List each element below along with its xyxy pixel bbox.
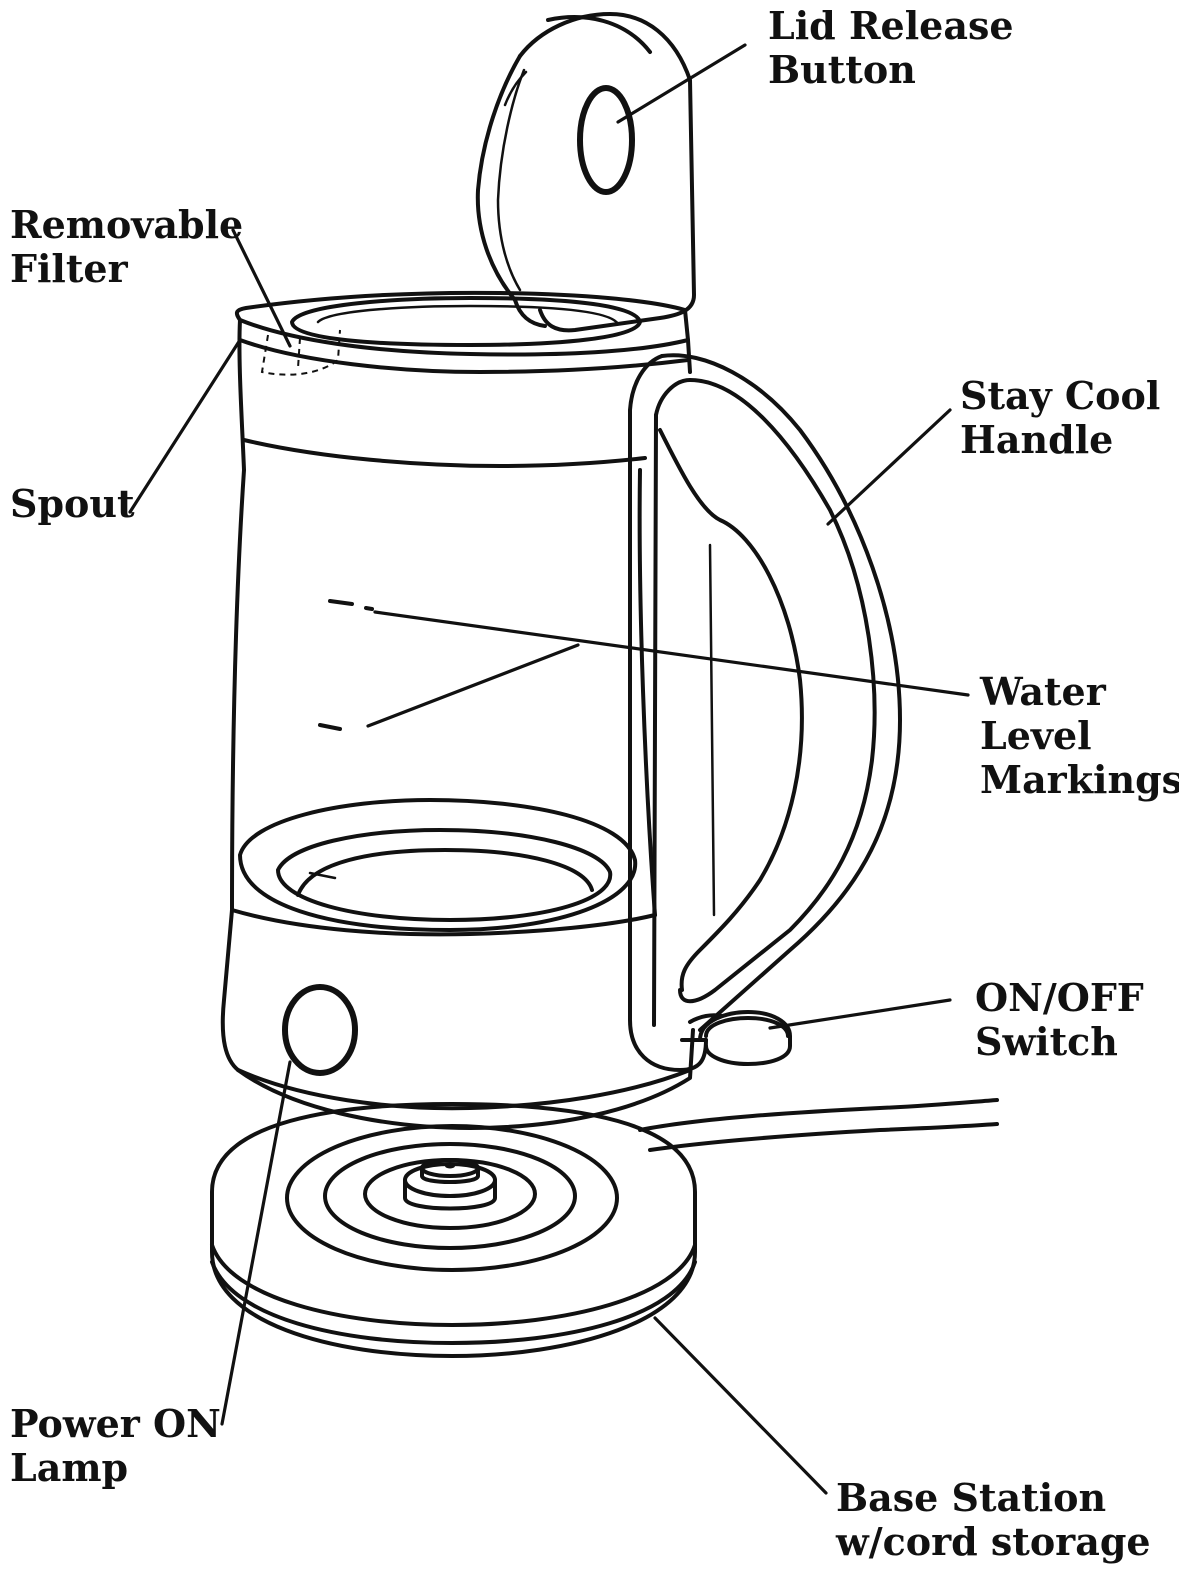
leader-base <box>655 1318 826 1493</box>
label-switch-line2: Switch <box>975 1020 1144 1064</box>
label-stay-cool-handle: Stay Cool Handle <box>960 374 1160 462</box>
label-lid-release-button: Lid Release Button <box>768 4 1014 92</box>
leader-spout <box>130 340 240 512</box>
label-lid-release-line1: Lid Release <box>768 4 1014 48</box>
label-water-level-line3: Markings <box>980 758 1179 802</box>
lid-release-button-shape <box>580 88 632 192</box>
leader-lines <box>130 45 968 1493</box>
label-switch-line1: ON/OFF <box>975 976 1144 1020</box>
power-on-lamp <box>285 987 355 1073</box>
leader-handle <box>828 410 950 524</box>
kettle-top <box>237 293 690 375</box>
leader-water-level-upper <box>375 612 968 695</box>
label-water-level-markings: Water Level Markings <box>980 670 1179 802</box>
kettle-glass-body <box>232 320 655 930</box>
leader-water-level-lower <box>368 645 578 726</box>
label-filter-line1: Removable <box>10 203 243 247</box>
label-lid-release-line2: Button <box>768 48 1014 92</box>
label-spout-line1: Spout <box>10 482 135 526</box>
leader-switch <box>770 1000 950 1028</box>
label-lamp-line2: Lamp <box>10 1446 221 1490</box>
kettle-housing <box>223 910 693 1128</box>
label-removable-filter: Removable Filter <box>10 203 243 291</box>
label-water-level-line1: Water <box>980 670 1179 714</box>
label-base-line1: Base Station <box>836 1476 1151 1520</box>
label-base-station: Base Station w/cord storage <box>836 1476 1151 1564</box>
leader-lamp <box>222 1062 290 1424</box>
label-filter-line2: Filter <box>10 247 243 291</box>
label-water-level-line2: Level <box>980 714 1179 758</box>
label-spout: Spout <box>10 482 135 526</box>
label-base-line2: w/cord storage <box>836 1520 1151 1564</box>
label-lamp-line1: Power ON <box>10 1402 221 1446</box>
kettle-lid <box>478 14 694 330</box>
base-station <box>212 1104 695 1356</box>
stay-cool-handle <box>630 355 900 1070</box>
label-power-on-lamp: Power ON Lamp <box>10 1402 221 1490</box>
label-on-off-switch: ON/OFF Switch <box>975 976 1144 1064</box>
label-handle-line1: Stay Cool <box>960 374 1160 418</box>
power-cord <box>640 1100 997 1150</box>
label-handle-line2: Handle <box>960 418 1160 462</box>
